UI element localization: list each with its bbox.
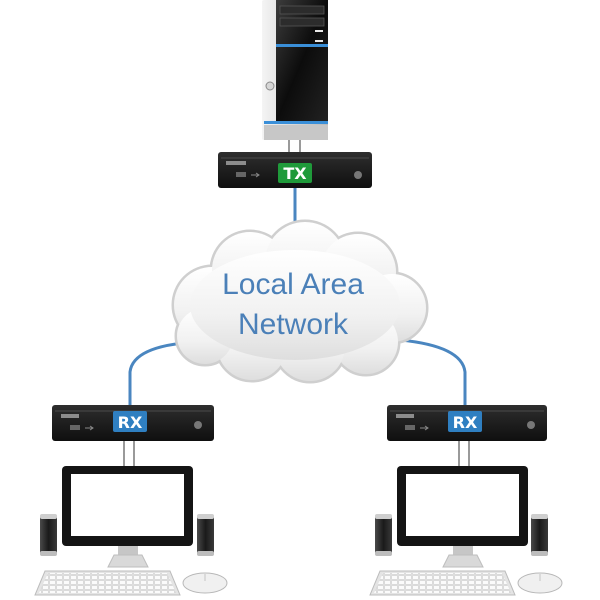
computer-tower	[262, 0, 328, 140]
drive-bay-indicator	[315, 30, 323, 32]
mouse-body	[182, 572, 228, 594]
receiver-label-box	[113, 411, 147, 432]
speaker-right	[531, 514, 548, 556]
receiver-station-left: RX	[34, 405, 228, 596]
network-cloud: Local Area Network	[171, 219, 429, 384]
speaker-cap	[531, 514, 548, 519]
monitor	[62, 466, 193, 568]
link-network-to-rx-right	[399, 338, 467, 406]
mouse	[517, 572, 563, 594]
brand-logo	[396, 414, 414, 418]
transmitter-device: TX	[218, 152, 372, 188]
monitor-stand-neck	[453, 546, 473, 556]
cloud-fill	[174, 222, 426, 381]
speaker-right	[197, 514, 214, 556]
transmitter-label: TX	[283, 164, 307, 183]
receiver-label: RX	[453, 413, 478, 432]
speaker-left	[40, 514, 57, 556]
keyboard-keys	[39, 573, 176, 593]
monitor-screen	[71, 474, 184, 536]
drive-bay	[279, 17, 325, 27]
speaker-foot	[531, 551, 548, 556]
tower-accent-stripe	[276, 44, 328, 47]
usb-port-icon	[405, 425, 415, 430]
receiver-label: RX	[118, 413, 143, 432]
power-button-icon	[265, 81, 275, 91]
monitor-stand-base	[442, 554, 484, 568]
speaker-left	[375, 514, 392, 556]
speaker-cap	[40, 514, 57, 519]
speaker-foot	[375, 551, 392, 556]
mouse	[182, 572, 228, 594]
brand-emblem-icon	[354, 171, 362, 179]
mouse-body	[517, 572, 563, 594]
speaker-cap	[197, 514, 214, 519]
drive-bay	[279, 5, 325, 15]
monitor	[397, 466, 528, 568]
speaker-foot	[197, 551, 214, 556]
tower-base	[264, 125, 328, 140]
brand-emblem-icon	[527, 421, 535, 429]
speaker-cap	[375, 514, 392, 519]
transmitter-label-box	[278, 163, 312, 183]
monitor-screen	[406, 474, 519, 536]
usb-symbol-icon	[420, 425, 429, 431]
speaker-body	[531, 514, 548, 556]
drive-bay-indicator	[315, 40, 323, 42]
monitor-stand-base	[107, 554, 149, 568]
keyboard-keys	[374, 573, 511, 593]
brand-logo	[226, 161, 246, 165]
receiver-station-right: RX	[369, 405, 563, 596]
brand-emblem-icon	[194, 421, 202, 429]
network-label-line1: Local Area	[222, 268, 364, 301]
brand-logo	[61, 414, 79, 418]
speaker-foot	[40, 551, 57, 556]
tower-accent-stripe	[264, 121, 328, 124]
speaker-body	[40, 514, 57, 556]
usb-symbol-icon	[85, 425, 94, 431]
receiver-device: RX	[387, 405, 547, 441]
usb-port-icon	[236, 172, 246, 177]
keyboard	[369, 570, 516, 596]
speaker-body	[197, 514, 214, 556]
monitor-stand-neck	[118, 546, 138, 556]
network-label-line2: Network	[238, 308, 349, 341]
usb-symbol-icon	[251, 172, 260, 178]
keyboard	[34, 570, 181, 596]
speaker-body	[375, 514, 392, 556]
receiver-label-box	[448, 411, 482, 432]
cloud-core	[190, 250, 400, 360]
receiver-device: RX	[52, 405, 214, 441]
usb-port-icon	[70, 425, 80, 430]
